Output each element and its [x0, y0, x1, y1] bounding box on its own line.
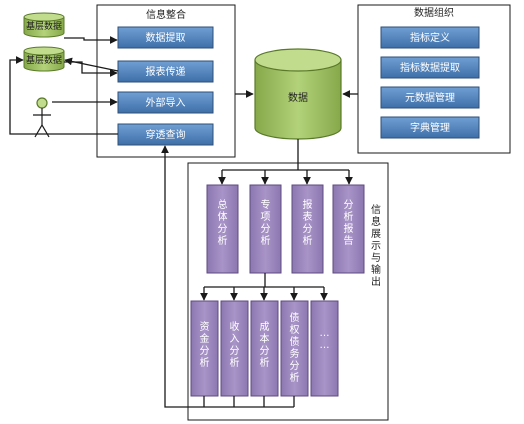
source-database-1: 基层数据 — [23, 12, 65, 38]
vertical-label-char: 分 — [344, 199, 354, 211]
integration-item-extract-label: 数据提取 — [146, 31, 186, 44]
organization-item-metadata-label: 元数据管理 — [405, 91, 455, 104]
vertical-label-char: 析 — [230, 356, 240, 369]
vertical-label-char: 分 — [260, 345, 270, 357]
display-frame — [187, 162, 389, 421]
integration-item-extract[interactable]: 数据提取 — [117, 26, 214, 49]
vertical-label-char: 告 — [344, 234, 354, 247]
integration-item-transfer-label: 报表传递 — [146, 65, 186, 78]
integration-item-drilldown-label: 穿透查询 — [146, 128, 186, 141]
organization-frame — [357, 4, 511, 154]
vertical-label-char: 析 — [218, 234, 228, 247]
connector-db2-to-transfer — [64, 61, 118, 77]
source-database-1-label: 基层数据 — [26, 20, 62, 32]
display-row2-item-more[interactable]: …… — [310, 300, 339, 397]
vertical-label-char: … — [320, 328, 330, 339]
display-title-char-2: 展 — [371, 228, 381, 240]
vertical-label-char: 析 — [261, 234, 271, 247]
display-title-char-1: 息 — [371, 215, 381, 228]
vertical-label-char: 分 — [303, 223, 313, 235]
vertical-label-char: 分 — [290, 360, 300, 372]
vertical-label-char: 本 — [260, 332, 270, 345]
display-title-char-5: 输 — [371, 263, 381, 276]
vertical-label-char: 分 — [200, 345, 210, 357]
vertical-label-char: 入 — [230, 334, 240, 345]
vertical-label-char: 析 — [344, 210, 354, 223]
central-database: 数据 — [254, 48, 342, 140]
integration-item-import-label: 外部导入 — [146, 96, 186, 109]
integration-frame — [96, 4, 236, 158]
vertical-label-char: 金 — [200, 332, 210, 345]
integration-item-transfer[interactable]: 报表传递 — [117, 60, 214, 83]
organization-item-metadata[interactable]: 元数据管理 — [380, 86, 480, 109]
vertical-label-char: 分 — [218, 223, 228, 235]
connector-db1-to-extract — [64, 36, 118, 44]
connectors — [9, 36, 358, 408]
integration-item-import[interactable]: 外部导入 — [117, 91, 214, 114]
vertical-label-char: 析 — [200, 356, 210, 369]
vertical-label-char: 总 — [218, 198, 228, 211]
vertical-label-char: 成 — [260, 321, 270, 333]
organization-item-dictionary[interactable]: 字典管理 — [380, 116, 480, 139]
integration-title: 信息整合 — [146, 8, 186, 21]
organization-title: 数据组织 — [414, 6, 454, 19]
vertical-label-char: 资 — [200, 321, 210, 333]
central-database-label: 数据 — [288, 91, 308, 104]
user-icon — [33, 97, 51, 138]
organization-item-extraction[interactable]: 指标数据提取 — [380, 56, 480, 79]
display-title-char-6: 出 — [371, 275, 381, 288]
organization-item-extraction-label: 指标数据提取 — [400, 61, 460, 74]
display-title-char-4: 与 — [371, 252, 381, 264]
connector-drilldown-to-db2 — [9, 56, 118, 135]
vertical-label-char: 专 — [261, 198, 271, 211]
vertical-label-char: 债 — [290, 311, 300, 324]
vertical-label-char: 析 — [303, 234, 313, 247]
vertical-label-char: 务 — [290, 347, 300, 360]
vertical-label-char: 项 — [261, 211, 271, 223]
organization-item-definition[interactable]: 指标定义 — [380, 26, 480, 49]
organization-item-dictionary-label: 字典管理 — [410, 121, 450, 134]
vertical-label-char: 报 — [344, 222, 354, 235]
vertical-label-char: 报 — [303, 198, 313, 211]
vertical-label-char: … — [320, 340, 330, 351]
vertical-label-char: 收 — [230, 320, 240, 333]
vertical-label-char: 权 — [290, 323, 300, 336]
integration-item-drilldown[interactable]: 穿透查询 — [117, 123, 214, 146]
vertical-label-char: 债 — [290, 335, 300, 348]
source-database-2: 基层数据 — [23, 46, 65, 72]
display-row2-item-more-label: …… — [320, 328, 330, 351]
vertical-label-char: 表 — [303, 210, 313, 223]
vertical-label-char: 析 — [290, 371, 300, 384]
organization-item-definition-label: 指标定义 — [410, 31, 450, 44]
vertical-label-char: 体 — [218, 211, 228, 223]
display-title-char-0: 信 — [371, 204, 381, 216]
display-title: 信 息 展 示 与 输 出 — [371, 204, 381, 288]
vertical-label-char: 析 — [260, 356, 270, 369]
vertical-label-char: 分 — [230, 345, 240, 357]
vertical-label-char: 分 — [261, 223, 271, 235]
display-title-char-3: 示 — [371, 241, 381, 252]
source-database-2-label: 基层数据 — [26, 54, 62, 66]
connector-return-loop — [161, 145, 294, 408]
